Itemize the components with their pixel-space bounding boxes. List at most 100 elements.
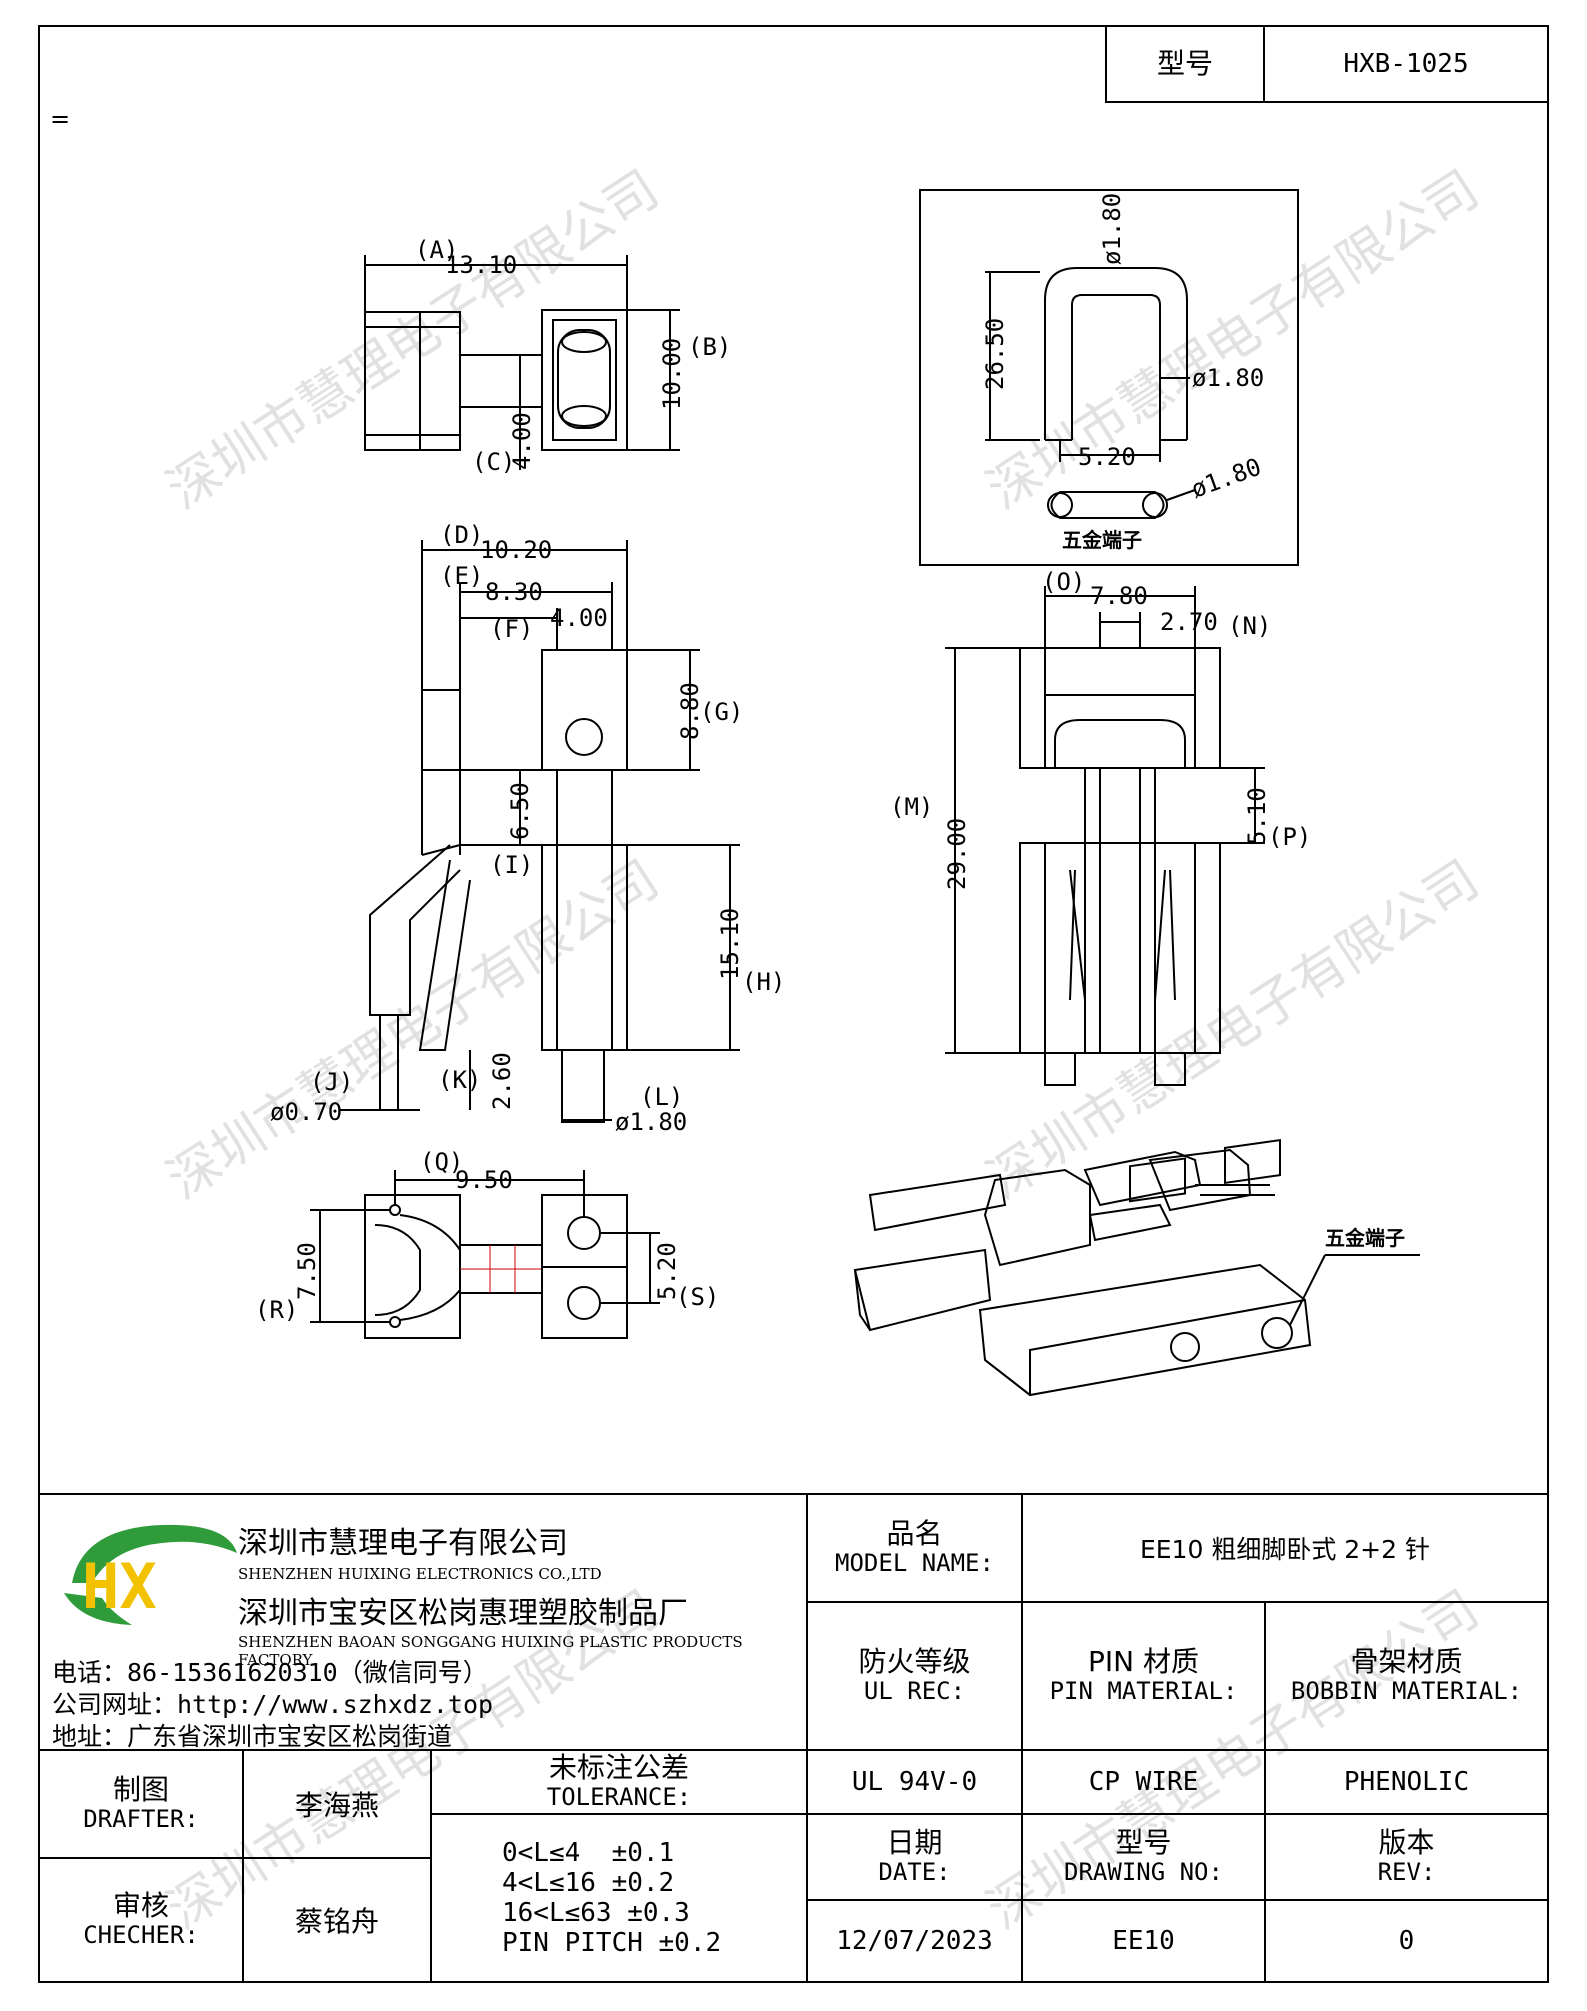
- dim-j-tag: (J): [310, 1068, 353, 1096]
- pin-material-label-cell: PIN 材质 PIN MATERIAL:: [1021, 1601, 1266, 1751]
- logo-text: HX: [82, 1550, 157, 1623]
- drawing-no-value-cell: EE10: [1021, 1899, 1266, 1983]
- header-model-value: HXB-1025: [1343, 49, 1469, 79]
- dim-f-tag: (F): [490, 615, 533, 643]
- date-value-cell: 12/07/2023: [806, 1899, 1023, 1983]
- company-name-en: SHENZHEN HUIXING ELECTRONICS CO.,LTD: [238, 1565, 602, 1583]
- company-website: 公司网址：http://www.szhxdz.top: [52, 1690, 494, 1719]
- ul-rec-en: UL REC:: [863, 1677, 966, 1706]
- dim-a-value: 13.10: [445, 251, 517, 279]
- checker-en: CHECHER:: [83, 1921, 199, 1950]
- dim-c-value: 4.00: [508, 412, 536, 470]
- pin-value-cell: CP WIRE: [1021, 1749, 1266, 1815]
- title-block-top-line: [38, 1493, 1549, 1495]
- drawing-no-label-cell: 型号 DRAWING NO:: [1021, 1813, 1266, 1901]
- date-label-cell: 日期 DATE:: [806, 1813, 1023, 1901]
- drafter-name: 李海燕: [294, 1789, 379, 1822]
- dim-a-tag: (A): [415, 236, 458, 264]
- bottom-view: [310, 1170, 660, 1339]
- model-name-cn: 品名: [886, 1517, 943, 1551]
- dim-n-value: 2.70: [1160, 608, 1218, 636]
- dim-n-tag: (N): [1228, 612, 1271, 640]
- dim-e-tag: (E): [440, 562, 483, 590]
- bobbin-material-en: BOBBIN MATERIAL:: [1290, 1677, 1523, 1706]
- company-phone: 电话：86-15361620310（微信同号）: [52, 1658, 488, 1687]
- model-name-en: MODEL NAME:: [835, 1549, 994, 1578]
- model-name-label-cell: 品名 MODEL NAME:: [806, 1493, 1023, 1603]
- dim-o-tag: (O): [1042, 568, 1085, 596]
- dim-r-value: 7.50: [293, 1242, 321, 1300]
- dim-j-value: ø0.70: [270, 1098, 342, 1126]
- tolerance-cn: 未标注公差: [548, 1751, 689, 1785]
- dim-h-value: 15.10: [716, 908, 744, 980]
- dim-i-tag: (I): [490, 851, 533, 879]
- header-mark: =: [50, 105, 71, 133]
- pin-material-en: PIN MATERIAL:: [1049, 1677, 1238, 1706]
- rev-value: 0: [1398, 1926, 1415, 1956]
- dim-b-value: 10.00: [658, 338, 686, 410]
- drafter-label-cell: 制图 DRAFTER:: [38, 1749, 244, 1859]
- company-panel: HX 深圳市慧理电子有限公司 SHENZHEN HUIXING ELECTRON…: [38, 1493, 808, 1751]
- dim-p-value: 5.10: [1243, 787, 1271, 845]
- rev-en: REV:: [1377, 1858, 1436, 1887]
- tolerance-line: 0<L≤4 ±0.1: [502, 1838, 675, 1868]
- pin-value: CP WIRE: [1088, 1767, 1199, 1797]
- dim-c-tag: (C): [472, 448, 515, 476]
- checker-name: 蔡铭舟: [294, 1905, 379, 1938]
- company-address: 地址：广东省深圳市宝安区松岗街道: [52, 1722, 453, 1751]
- checker-label-cell: 审核 CHECHER:: [38, 1857, 244, 1983]
- logo: HX: [64, 1524, 237, 1625]
- ul-value-cell: UL 94V-0: [806, 1749, 1023, 1815]
- factory-name-en: SHENZHEN BAOAN SONGGANG HUIXING PLASTIC …: [238, 1633, 743, 1669]
- checker-cn: 审核: [112, 1889, 169, 1923]
- tolerance-values-cell: 0<L≤4 ±0.1 4<L≤16 ±0.2 16<L≤63 ±0.3 PIN …: [430, 1813, 808, 1983]
- dim-o-value: 7.80: [1090, 582, 1148, 610]
- dim-b-tag: (B): [688, 333, 731, 361]
- pin-detail-view: [919, 189, 1299, 566]
- tolerance-line: 16<L≤63 ±0.3: [502, 1898, 690, 1928]
- dim-s-value: 5.20: [653, 1242, 681, 1300]
- technical-drawing: (A) 13.10 (B) 10.00 (C) 4.00 ø1.80 26.50…: [255, 189, 1420, 1397]
- ul-label-cell: 防火等级 UL REC:: [806, 1601, 1023, 1751]
- dim-k-tag: (K): [438, 1066, 481, 1094]
- checker-name-cell: 蔡铭舟: [242, 1857, 432, 1983]
- drawing-no-value: EE10: [1112, 1926, 1175, 1956]
- date-en: DATE:: [878, 1858, 951, 1887]
- bobbin-material-label-cell: 骨架材质 BOBBIN MATERIAL:: [1264, 1601, 1549, 1751]
- dim-m-value: 29.00: [943, 818, 971, 890]
- drafter-cn: 制图: [112, 1773, 169, 1807]
- tolerance-en: TOLERANCE:: [546, 1783, 692, 1812]
- bobbin-material-cn: 骨架材质: [1350, 1645, 1463, 1679]
- pin-dia-1: ø1.80: [1098, 193, 1126, 265]
- date-cn: 日期: [886, 1826, 943, 1860]
- rev-label-cell: 版本 REV:: [1264, 1813, 1549, 1901]
- pin-material-cn: PIN 材质: [1088, 1645, 1199, 1679]
- dim-p-tag: (P): [1268, 823, 1311, 851]
- dim-q-tag: (Q): [420, 1148, 463, 1176]
- dim-m-tag: (M): [890, 793, 933, 821]
- dim-d-tag: (D): [440, 521, 483, 549]
- dim-d-value: 10.20: [480, 536, 552, 564]
- dim-q-value: 9.50: [455, 1166, 513, 1194]
- rev-cn: 版本: [1378, 1826, 1435, 1860]
- dim-f-value: 4.00: [550, 604, 608, 632]
- rev-value-cell: 0: [1264, 1899, 1549, 1983]
- factory-name-cn: 深圳市宝安区松岗惠理塑胶制品厂: [238, 1596, 688, 1631]
- tolerance-label-cell: 未标注公差 TOLERANCE:: [430, 1749, 808, 1815]
- bobbin-value-cell: PHENOLIC: [1264, 1749, 1549, 1815]
- company-name-cn: 深圳市慧理电子有限公司: [238, 1526, 568, 1561]
- front-view: [945, 586, 1265, 1086]
- dim-k-value: 2.60: [488, 1052, 516, 1110]
- isometric-view: [853, 1138, 1420, 1397]
- dim-l-tag: (L): [640, 1083, 683, 1111]
- dim-i-value: 6.50: [506, 782, 534, 840]
- top-view: [364, 255, 680, 470]
- model-name-value: EE10 粗细脚卧式 2+2 针: [1139, 1535, 1430, 1564]
- dim-g-value: 8.80: [676, 682, 704, 740]
- header-model-label: 型号: [1156, 46, 1213, 80]
- tolerance-line: 4<L≤16 ±0.2: [502, 1868, 675, 1898]
- drafter-en: DRAFTER:: [83, 1805, 199, 1834]
- iso-callout: 五金端子: [1325, 1226, 1405, 1250]
- pin-caption: 五金端子: [1062, 528, 1142, 552]
- pin-dia-3: ø1.80: [1187, 453, 1264, 504]
